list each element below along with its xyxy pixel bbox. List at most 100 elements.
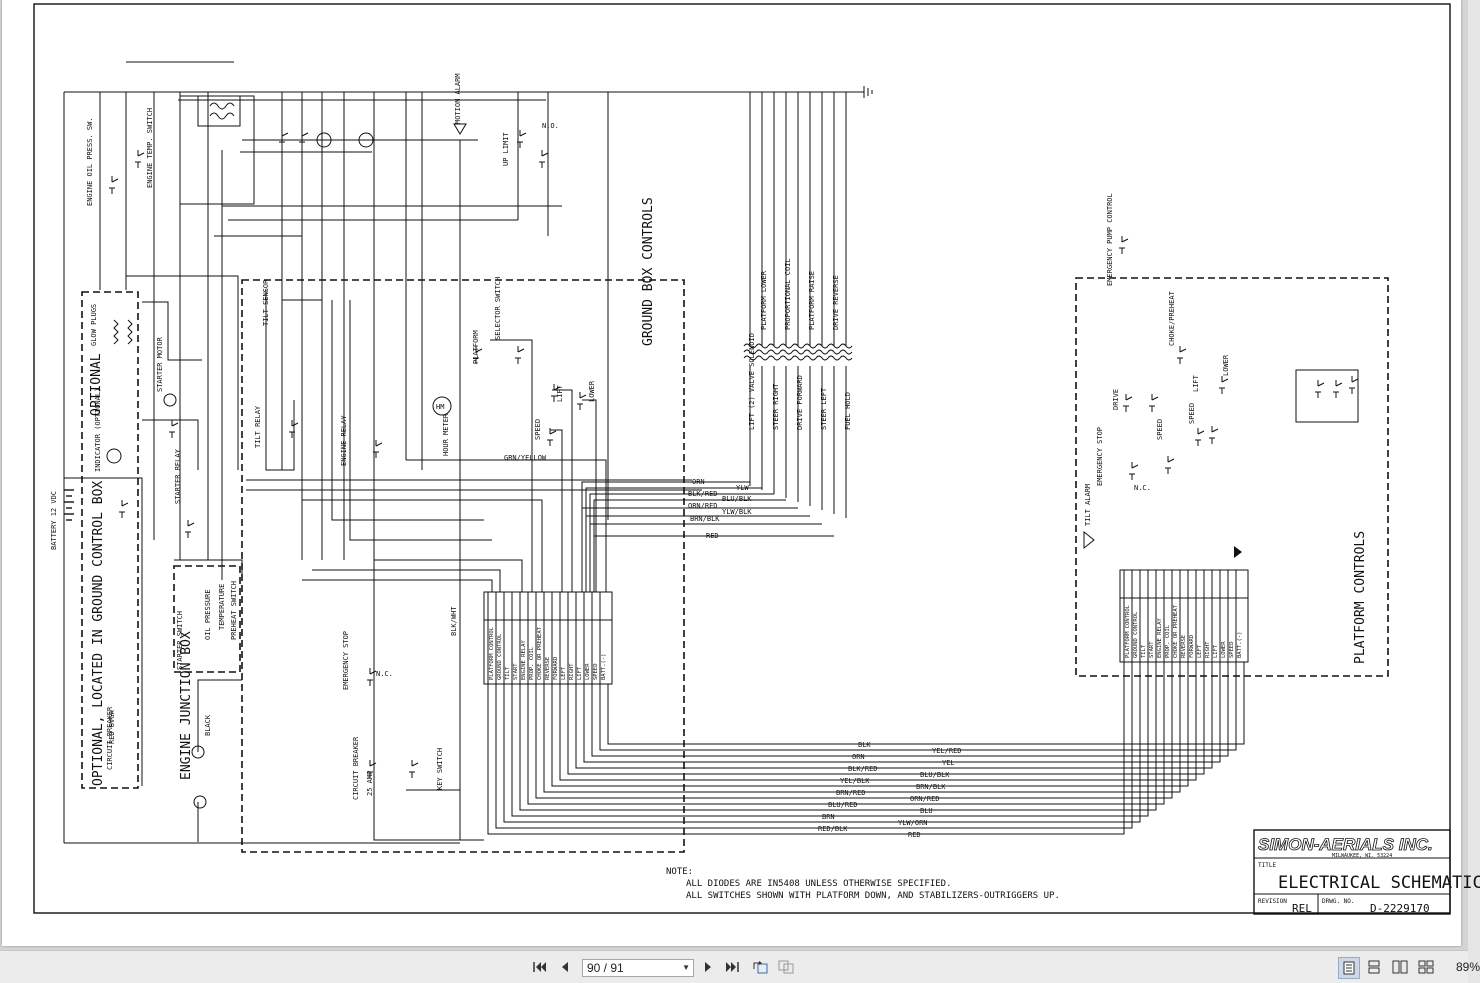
page-number-field[interactable]: 90 / 91 ▼ bbox=[582, 959, 694, 977]
indicator-label: INDICATOR (OPTIONAL) bbox=[94, 388, 102, 472]
misc-wire-label-2: RED 8VGA bbox=[108, 709, 116, 744]
middle-wire-label: ORN bbox=[692, 478, 705, 486]
ground-connector-pin-label: TILT bbox=[505, 666, 511, 680]
misc-wire-label-0: GRN/YELLOW bbox=[504, 454, 547, 462]
hour-meter-icon bbox=[432, 396, 452, 416]
electrical-schematic: ORNYLWBLK/REDBLU/BLKORN/REDYLW/BLKBRN/BL… bbox=[33, 3, 1480, 915]
circuit-wire bbox=[331, 300, 484, 521]
key-switch-label: KEY SWITCH bbox=[436, 748, 444, 790]
circuit-wire bbox=[142, 419, 199, 470]
ground-speed-label: SPEED bbox=[534, 419, 542, 440]
last-page-icon[interactable] bbox=[722, 957, 742, 977]
next-page-icon[interactable] bbox=[698, 957, 718, 977]
switch-icon bbox=[1209, 426, 1219, 444]
ground-box-label: GROUND BOX CONTROLS bbox=[641, 197, 656, 346]
harness-wire bbox=[503, 662, 1141, 823]
ground-connector-pin-label: LOWER bbox=[585, 663, 591, 680]
emergency-pump-label: EMERGENCY PUMP CONTROL bbox=[1106, 193, 1114, 286]
extract-icon[interactable] bbox=[776, 957, 796, 977]
circuit-wire bbox=[582, 399, 597, 592]
middle-wire-label: BRN/BLK bbox=[690, 515, 720, 523]
drawing-title: ELECTRICAL SCHEMATIC bbox=[1278, 873, 1480, 893]
valve-solenoid-icon bbox=[839, 343, 853, 361]
platform-joystick-box bbox=[1295, 369, 1359, 423]
harness-wire bbox=[559, 662, 1197, 781]
platform-selector-label: PLATFORM bbox=[472, 330, 480, 364]
optional-breaker-label: CIRCUIT BREAKER bbox=[106, 706, 114, 770]
circuit-wire bbox=[406, 459, 607, 592]
switch-icon bbox=[1123, 394, 1133, 412]
harness-wire bbox=[599, 662, 1237, 751]
harness-label-right: YEL/RED bbox=[932, 747, 962, 755]
switch-icon bbox=[473, 346, 483, 364]
engine-temp-label: ENGINE TEMP. SWITCH bbox=[146, 108, 154, 188]
switch-icon bbox=[367, 668, 377, 686]
switch-icon bbox=[1333, 380, 1343, 398]
continuous-facing-view-icon[interactable] bbox=[1416, 957, 1436, 977]
switch-icon bbox=[185, 520, 195, 538]
starter-relay-label: STARTER RELAY bbox=[174, 448, 182, 504]
platform-lower-label: LOWER bbox=[1222, 354, 1230, 376]
platform-connector-pin-label: ENGINE RELAY bbox=[1157, 618, 1163, 658]
middle-wire-label: BLK/RED bbox=[688, 490, 718, 498]
platform-nc-label: N.C. bbox=[1134, 484, 1151, 492]
harness-wire bbox=[583, 662, 1221, 763]
harness-wire bbox=[607, 662, 1245, 745]
harness-label-right: YLW/ORN bbox=[898, 819, 928, 827]
platform-connector-block bbox=[1119, 569, 1249, 663]
valve-solenoid-icon bbox=[755, 343, 769, 361]
chevron-down-icon[interactable]: ▼ bbox=[682, 963, 690, 972]
up-limit-label: UP LIMIT bbox=[502, 131, 510, 166]
bundle-wire bbox=[593, 535, 834, 592]
platform-label: PLATFORM CONTROLS bbox=[1353, 531, 1368, 664]
circuit-wire bbox=[302, 499, 543, 592]
continuous-view-icon[interactable] bbox=[1364, 957, 1384, 977]
drawing-no-field-label: DRWG. NO. bbox=[1322, 898, 1355, 905]
optional-label: OPTIONAL bbox=[89, 353, 104, 416]
prev-page-icon[interactable] bbox=[555, 957, 575, 977]
platform-connector-pin-label: TILT bbox=[1141, 644, 1147, 658]
title-block: SIMON-AERIALS INC. MILWAUKEE, WI. 53224 … bbox=[1253, 829, 1480, 915]
tilt-relay-label: TILT RELAY bbox=[254, 405, 262, 448]
first-page-icon[interactable] bbox=[530, 957, 550, 977]
no-label: N.O. bbox=[542, 122, 559, 130]
valve-solenoid-icon bbox=[779, 343, 793, 361]
platform-connector-pin-label: FORWARD bbox=[1189, 635, 1195, 658]
switch-icon bbox=[1149, 394, 1159, 412]
platform-connector-pin-label: LIFT bbox=[1213, 644, 1219, 658]
ground-connector-pin-label: LEFT bbox=[561, 666, 567, 680]
diode-icon bbox=[1234, 546, 1242, 558]
valve-solenoid-icon bbox=[827, 343, 841, 361]
facing-view-icon[interactable] bbox=[1390, 957, 1410, 977]
single-page-view-icon[interactable] bbox=[1338, 957, 1360, 979]
rotate-icon[interactable] bbox=[750, 957, 770, 977]
valve-label: STEER RIGHT bbox=[772, 383, 780, 430]
bundle-wire bbox=[589, 523, 822, 592]
harness-label-left: ORN bbox=[852, 753, 865, 761]
platform-speed-label: SPEED bbox=[1156, 419, 1164, 440]
optional-gcb-boundary bbox=[81, 291, 139, 789]
switch-icon bbox=[551, 384, 561, 402]
motion-alarm-label: MOTION ALARM bbox=[454, 73, 462, 124]
switch-icon bbox=[169, 420, 179, 438]
zoom-level[interactable]: 89% bbox=[1456, 960, 1480, 974]
harness-label-right: ORN/RED bbox=[910, 795, 940, 803]
switch-icon bbox=[1177, 346, 1187, 364]
middle-wire-label: YLW/BLK bbox=[722, 508, 752, 516]
valve-label: PLATFORM LOWER bbox=[760, 270, 768, 330]
ground-connector-pin-label: FORWARD bbox=[553, 657, 559, 680]
platform-connector-pin-label: LOWER bbox=[1221, 641, 1227, 658]
harness-label-right: BLU/BLK bbox=[920, 771, 950, 779]
switch-icon bbox=[577, 392, 587, 410]
valve-solenoid-icon bbox=[791, 343, 805, 361]
circuit-wire bbox=[197, 679, 242, 752]
emergency-stop-label: EMERGENCY STOP bbox=[342, 631, 350, 690]
switch-icon bbox=[367, 760, 377, 778]
ground-connector-pin-label: GROUND CONTROL bbox=[497, 633, 503, 680]
amp-meter-icon bbox=[193, 795, 207, 809]
valve-solenoid-icon bbox=[803, 343, 817, 361]
ground-connector-pin-label: CHOKE OR PREHEAT bbox=[537, 626, 543, 680]
circuit-breaker-amp-label: 25 AMP bbox=[366, 771, 374, 796]
